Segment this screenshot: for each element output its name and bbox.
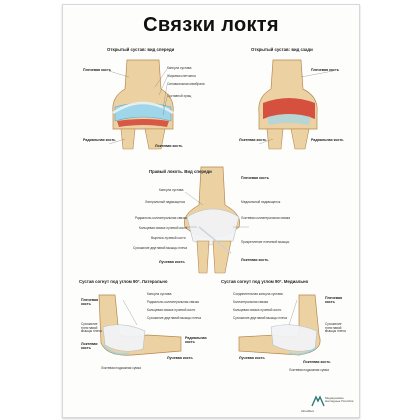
medial-caption: Сустав согнут под углом 90°. Медиально [221, 279, 309, 284]
front-open-joint-figure [112, 59, 174, 150]
lateral-caption: Сустав согнут под углом 90°. Латерально [79, 279, 168, 284]
lateral-90-figure [98, 294, 182, 356]
lat-label-humerus: Плечевая кость [81, 298, 99, 306]
rf-label-humerus: Плечевая кость [241, 176, 269, 180]
rf-label-uln-coll: Локтевая коллатеральная связка [241, 216, 291, 220]
med-label-biceps: Сухожилие двуглавой мышцы плеча [233, 316, 288, 320]
rf-label-brachialis: Прикрепление плечевой мышцы [241, 240, 290, 244]
back-label-humerus: Плечевая кость [311, 68, 339, 72]
front-label-fat: Жировая клетчатка [167, 74, 196, 78]
med-label-coll: Коллатеральная связка [233, 300, 269, 304]
lat-label-bursa: Локтевая подкожная сумка [101, 366, 141, 370]
rf-label-biceps: Сухожилие двуглавой мышцы плеча [133, 246, 188, 250]
almamed-logo-icon [311, 395, 325, 407]
lat-label-radial: Радиальная кость [185, 336, 207, 344]
back-label-radius: Радиальная кость [311, 138, 344, 142]
lat-label-rad-coll: Радиально-коллатеральная связка [147, 300, 199, 304]
lat-label-biceps: Сухожилие двуглавой мышцы плеча [147, 316, 202, 320]
right-front-caption: Правый локоть. Вид спереди [149, 169, 212, 174]
front-label-radius: Радиальная кость [83, 138, 116, 142]
lat-label-annular: Кольцевая связка лучевой кости [147, 308, 196, 312]
publisher-brand: AlmaMed [301, 409, 314, 413]
rf-label-annular: Кольцевая связка лучевой кости [139, 226, 188, 230]
rf-label-ulna: Локтевая кость [241, 258, 269, 262]
front-label-capsule: Капсула сустава [167, 66, 192, 70]
rf-label-notch: Вырезка лучевой кости [151, 236, 186, 240]
med-label-triceps: Сухожилие трехглавой мышцы плеча [325, 322, 346, 334]
back-open-joint-figure [258, 59, 318, 150]
back-open-caption: Открытый сустав: вид сзади [251, 47, 313, 52]
anatomy-illustrations [98, 59, 334, 356]
publisher-name: Медицинские Наглядные Пособия [325, 396, 354, 404]
med-label-bursa: Локтевая подкожная сумка [289, 368, 329, 372]
lat-label-radius: Лучевая кость [167, 356, 193, 360]
front-label-ulna: Локтевая кость [155, 144, 183, 148]
rf-label-radius: Лучевая кость [159, 260, 185, 264]
front-label-cartilage: Суставной хрящ [167, 94, 192, 98]
poster-title: Связки локтя [143, 14, 279, 36]
poster: Связки локтя [62, 4, 360, 418]
back-label-ulna: Локтевая кость [239, 138, 267, 142]
rf-label-rad-coll: Радиально-коллатеральная связка [135, 216, 187, 220]
front-open-caption: Открытый сустав: вид спереди [107, 47, 175, 52]
med-label-capsule: Соединительная капсула сустава [233, 292, 283, 296]
front-label-humerus: Плечевая кость [83, 68, 111, 72]
lat-label-ulna: Локтевая кость [81, 342, 98, 350]
lat-label-triceps: Сухожилие трехглавой мышцы плеча [81, 322, 102, 334]
front-label-synovium: Синовиальная мембрана [167, 82, 205, 86]
medial-90-figure [238, 294, 321, 356]
rf-label-med-epicondyle: Медиальный надмыщелок [241, 200, 281, 204]
med-label-ulna: Локтевая кость [303, 360, 331, 364]
leader-lines [108, 68, 334, 326]
med-label-annular: Кольцевая связка лучевой кости [233, 308, 282, 312]
right-elbow-front-figure [183, 166, 241, 274]
rf-label-lat-epicondyle: Латеральный надмыщелок [145, 200, 185, 204]
med-label-humerus: Плечевая кость [325, 296, 343, 304]
rf-label-capsule: Капсула сустава [159, 188, 184, 192]
med-label-radius: Лучевая кость [239, 356, 265, 360]
lat-label-capsule: Капсула сустава [147, 292, 172, 296]
